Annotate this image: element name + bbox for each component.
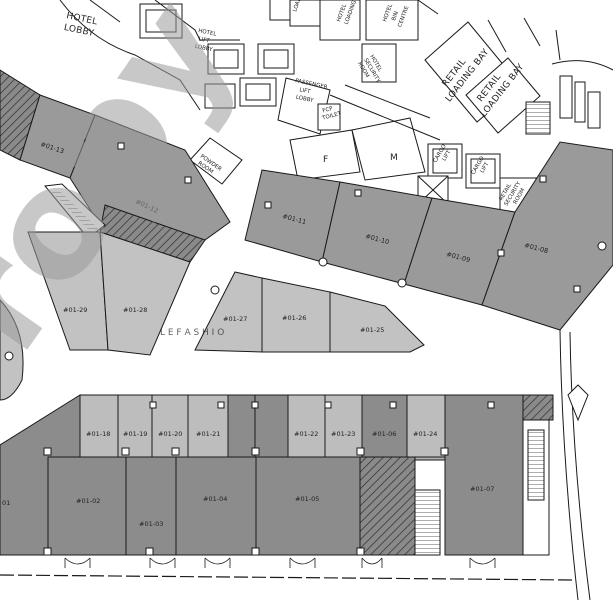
svg-text:M: M	[390, 153, 398, 163]
unit-01-28-shape[interactable]	[99, 231, 191, 356]
svg-text:#01-05: #01-05	[295, 495, 319, 503]
svg-text:HOTELLIFTLOBBY: HOTELLIFTLOBBY	[194, 28, 217, 54]
svg-text:#01-04: #01-04	[203, 495, 227, 503]
svg-text:#01-28: #01-28	[123, 306, 147, 314]
svg-text:#01-21: #01-21	[196, 430, 220, 438]
unit-01-03-shape[interactable]	[125, 456, 177, 556]
unit-01-06-shape[interactable]	[361, 394, 408, 458]
unit-01-07-shape[interactable]	[444, 394, 524, 556]
svg-text:#01-23: #01-23	[331, 430, 355, 438]
svg-text:#01-02: #01-02	[76, 497, 100, 505]
svg-text:F: F	[323, 155, 328, 165]
svg-text:#01-22: #01-22	[294, 430, 318, 438]
unit-01-25-shape[interactable]	[329, 291, 425, 353]
right-road	[559, 329, 591, 600]
svg-text:#01-20: #01-20	[158, 430, 182, 438]
svg-text:#01-18: #01-18	[86, 430, 110, 438]
svg-text:#01-29: #01-29	[63, 306, 87, 314]
unit-01-22-shape[interactable]	[287, 394, 326, 458]
escalator-icon	[44, 183, 106, 239]
unit-01-05-shape[interactable]	[255, 456, 361, 556]
svg-text:#01-26: #01-26	[282, 314, 306, 322]
unit-01-18-shape[interactable]	[79, 394, 119, 458]
svg-text:#01-27: #01-27	[223, 315, 247, 323]
svg-text:#01-06: #01-06	[372, 430, 396, 438]
unit-01-21-shape[interactable]	[187, 394, 229, 458]
unit-01-24-shape[interactable]	[406, 394, 446, 458]
svg-text:#01-07: #01-07	[470, 485, 494, 493]
svg-text:#01-25: #01-25	[360, 326, 384, 334]
kiosk-row	[27, 231, 425, 356]
unit-01-19-shape[interactable]	[117, 394, 153, 458]
svg-text:FCPTOILET: FCPTOILET	[319, 104, 343, 122]
service-area	[59, 0, 613, 215]
unit-01-20-shape[interactable]	[151, 394, 189, 458]
unit-01-02-shape[interactable]	[47, 456, 127, 556]
unit-01-08-shape[interactable]	[481, 141, 613, 331]
unit-01-04-shape[interactable]	[175, 456, 257, 556]
svg-text:L E F A S H I O: L E F A S H I O	[160, 328, 224, 338]
svg-text:#01-03: #01-03	[139, 520, 163, 528]
svg-text:#01-24: #01-24	[413, 430, 437, 438]
svg-text:#01-19: #01-19	[123, 430, 147, 438]
bottom-block	[0, 394, 576, 581]
left-wing	[0, 69, 231, 401]
svg-text:01: 01	[2, 499, 10, 507]
unit-01-27-shape[interactable]	[194, 271, 263, 353]
